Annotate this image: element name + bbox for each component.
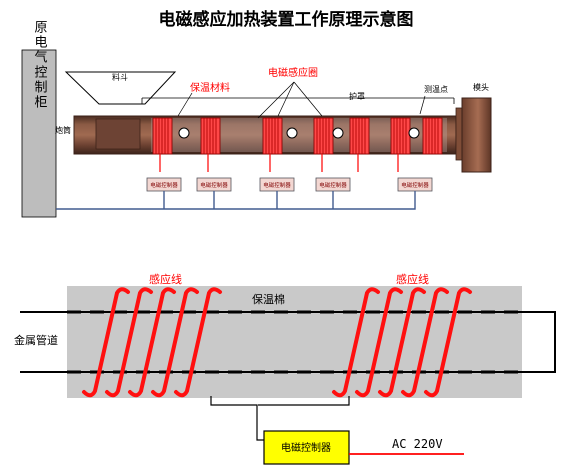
top-coil-1	[152, 117, 173, 155]
left-coil-turn-1	[82, 287, 130, 398]
right-coil-turn-4	[401, 287, 449, 398]
left-induction-wire-label: 感应线	[149, 272, 182, 286]
control-bus-line	[56, 191, 416, 210]
left-coil-turn-4	[151, 287, 199, 398]
controller-label-3: 电磁控制器	[263, 181, 291, 189]
hopper-outline	[64, 71, 177, 105]
top-coil-6	[390, 117, 411, 155]
right-coil-turn-3	[378, 287, 426, 398]
controller-label-1: 电磁控制器	[150, 181, 178, 189]
temperature-point-3	[332, 127, 344, 139]
bottom-pipe-system: 金属管道 保温棉 感应线 感应线 电磁控制器 AC 220V	[14, 272, 556, 465]
metal-pipe-label: 金属管道	[14, 333, 58, 347]
induction-pointer-left	[257, 81, 295, 119]
top-coil-3	[262, 117, 283, 155]
temperature-point-1	[178, 127, 190, 139]
induction-pointer-right	[293, 81, 323, 117]
temperature-point-pointer	[419, 95, 426, 115]
die-head	[461, 97, 492, 173]
left-coil-turn-3	[128, 287, 176, 398]
shield-label: 护罩	[349, 91, 365, 101]
left-coil-turn-5	[174, 287, 222, 398]
controller-label-2: 电磁控制器	[200, 181, 228, 189]
top-heating-system: 原电气控制柜 料斗 护罩 模头 炮筒 保温材料 电磁感应圈 测温点	[21, 20, 492, 218]
right-induction-wire-label: 感应线	[396, 272, 429, 286]
induction-pointer-middle	[277, 81, 295, 117]
electromagnetic-controller-label: 电磁控制器	[281, 441, 331, 454]
hopper-label: 料斗	[112, 72, 128, 82]
barrel-label: 炮筒	[55, 125, 71, 135]
temperature-point-2	[286, 127, 298, 139]
top-coil-2	[200, 117, 221, 155]
die-label: 模头	[473, 82, 489, 92]
top-coil-4	[313, 117, 334, 155]
controller-label-4: 电磁控制器	[319, 181, 347, 189]
top-coil-7	[422, 117, 443, 155]
induction-coil-label: 电磁感应圈	[268, 66, 318, 79]
temperature-point-label: 测温点	[424, 85, 448, 94]
feed-throat	[95, 118, 141, 150]
top-coil-5	[349, 117, 370, 155]
power-input-label: AC 220V	[392, 437, 443, 451]
insulation-cotton-label: 保温棉	[252, 292, 285, 306]
electromagnetic-controller-box	[263, 430, 350, 465]
right-coil-controller-wire	[258, 396, 350, 406]
left-coil-controller-wire	[210, 396, 264, 441]
controller-label-5: 电磁控制器	[401, 181, 429, 189]
insulation-pointer	[177, 92, 193, 117]
left-coil-turn-2	[105, 287, 153, 398]
electrical-control-cabinet	[21, 49, 57, 218]
right-coil-turn-2	[355, 287, 403, 398]
coil-lead-wires	[159, 154, 399, 172]
insulation-material-label: 保温材料	[190, 81, 230, 94]
diagram-title: 电磁感应加热装置工作原理示意图	[159, 9, 414, 30]
electrical-control-cabinet-label: 原电气控制柜	[32, 20, 48, 110]
right-coil-turn-5	[424, 287, 472, 398]
insulation-sleeve	[67, 286, 522, 398]
right-coil-turn-1	[332, 287, 380, 398]
temperature-point-4	[408, 127, 420, 139]
